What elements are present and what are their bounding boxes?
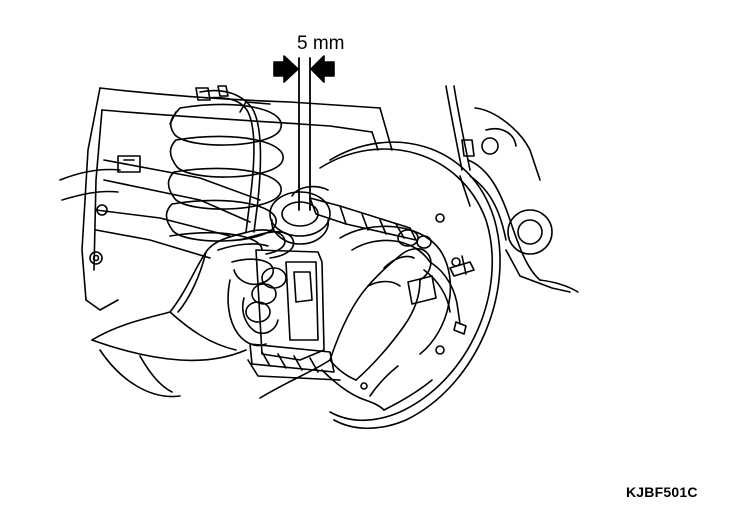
left-hand	[91, 229, 295, 398]
dimension-indicator	[273, 55, 335, 211]
brake-hose	[195, 85, 262, 233]
parking-brake-cable	[407, 261, 467, 335]
vernier-caliper-tool	[291, 185, 432, 249]
chassis-frame	[59, 87, 393, 311]
backing-plate	[319, 141, 501, 430]
figure-code: KJBF501C	[626, 484, 698, 500]
steering-knuckle	[445, 85, 579, 293]
caliper-body	[247, 249, 341, 381]
coil-spring	[165, 101, 284, 251]
dimension-label: 5 mm	[297, 33, 345, 54]
right-hand	[259, 247, 433, 411]
brake-shoe-lining	[269, 191, 331, 245]
